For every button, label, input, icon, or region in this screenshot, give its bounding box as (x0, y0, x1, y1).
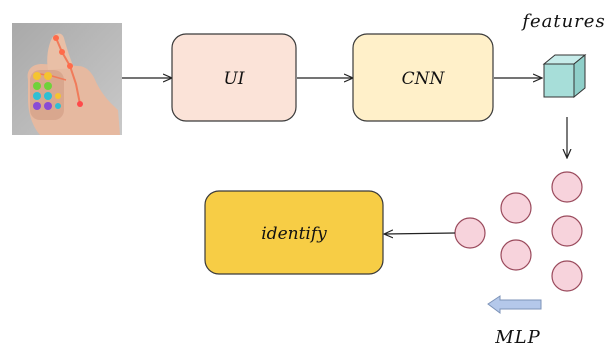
arrow-mlp-to-identify (385, 233, 456, 234)
mlp-node (551, 260, 583, 292)
features-label: features (520, 11, 605, 32)
mlp-node (454, 217, 486, 249)
identify-box-label: identify (261, 224, 327, 244)
mlp-node (500, 192, 532, 224)
cnn-box: CNN (352, 33, 494, 122)
features-cube-icon (542, 53, 587, 99)
ui-box-label: UI (223, 69, 244, 89)
cnn-box-label: CNN (402, 69, 446, 89)
identify-box: identify (204, 190, 384, 275)
input-hand-photo (12, 23, 122, 135)
mlp-network (454, 171, 583, 292)
ui-box: UI (171, 33, 297, 122)
mlp-node (500, 239, 532, 271)
mlp-label: MLP (494, 327, 541, 347)
mlp-direction-arrow-icon (487, 295, 542, 314)
hand-thumbs-up-with-keypoints-icon (27, 33, 120, 135)
mlp-node (551, 215, 583, 247)
mlp-node (551, 171, 583, 203)
